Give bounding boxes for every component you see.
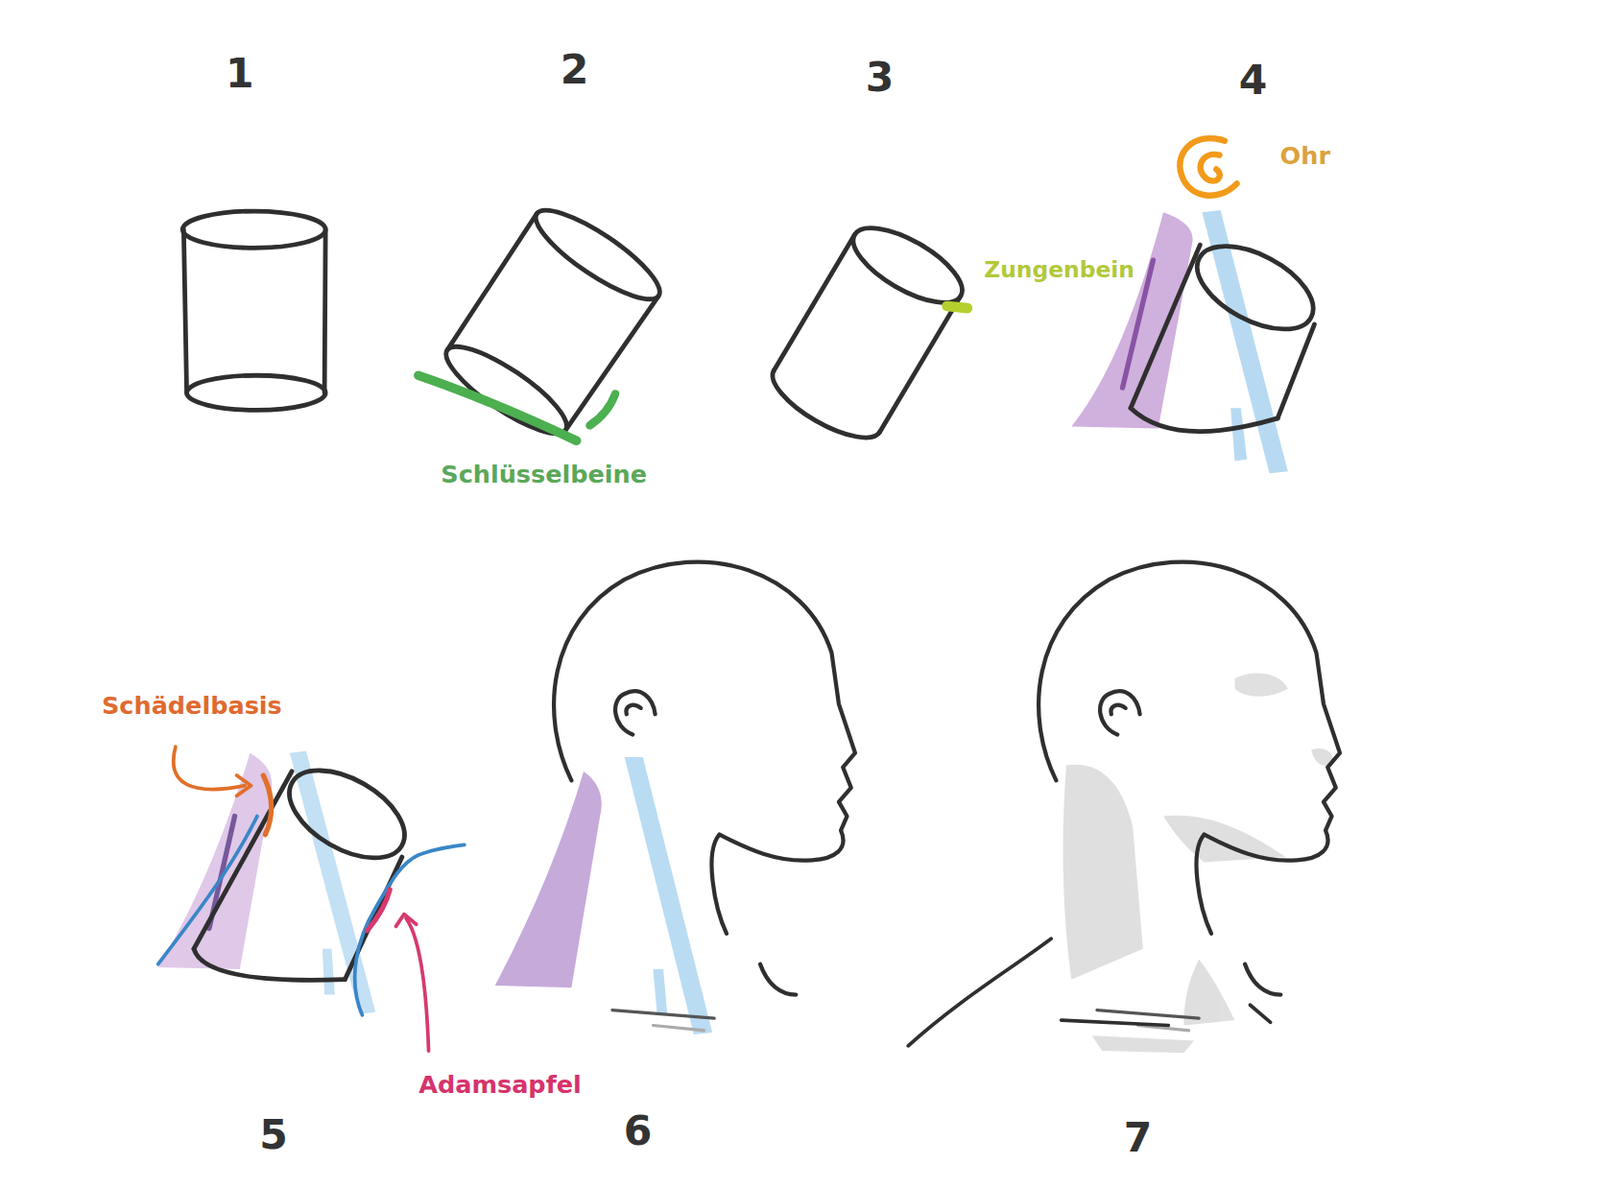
tilted-cylinder (763, 212, 974, 453)
leader-arrow (173, 746, 245, 789)
hyoid-mark (947, 306, 968, 309)
part-label: Zungenbein (983, 256, 1135, 283)
neck-muscles (158, 751, 376, 1015)
skull-base-mark (262, 775, 271, 836)
step-number: 3 (865, 52, 895, 100)
arrowhead (396, 914, 417, 928)
neck-muscles (495, 757, 713, 1035)
step-number: 5 (259, 1111, 288, 1159)
adams-apple-mark (367, 889, 390, 932)
part-label: Ohr (1280, 142, 1331, 171)
head-outline (553, 562, 856, 1031)
step-number: 2 (560, 46, 590, 94)
clavicle-mark (590, 393, 617, 426)
step-number: 7 (1123, 1114, 1153, 1162)
part-label: Schlüsselbeine (440, 460, 647, 490)
head-outline (1038, 562, 1340, 1031)
tilted-cylinder (1130, 229, 1327, 432)
part-label: Schädelbasis (101, 692, 283, 721)
cylinder (182, 211, 326, 410)
arrowhead (237, 775, 252, 796)
contour-line (158, 816, 465, 1016)
step-number: 6 (623, 1107, 653, 1155)
tilted-cylinder (433, 196, 670, 449)
clavicle-mark (418, 375, 577, 441)
ear-symbol (1179, 138, 1237, 196)
leader-arrow (405, 918, 429, 1051)
step-number: 4 (1239, 55, 1268, 103)
part-label: Adamsapfel (418, 1070, 582, 1099)
shoulder-line (907, 938, 1270, 1047)
step-number: 1 (225, 49, 255, 97)
